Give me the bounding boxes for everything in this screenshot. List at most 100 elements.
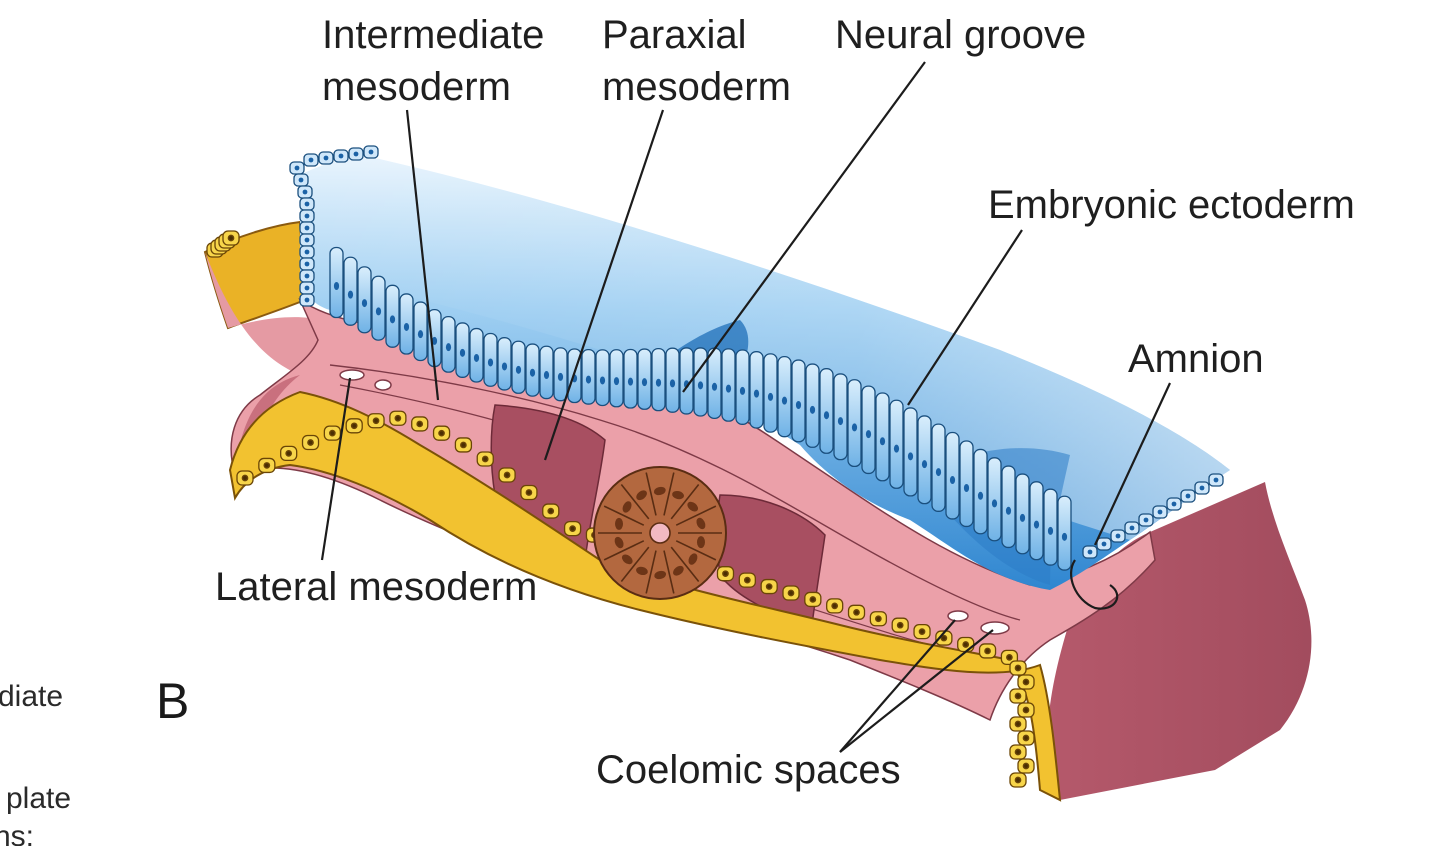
leader-coelomic-1 bbox=[839, 619, 956, 753]
notochord-nucleus bbox=[654, 570, 667, 580]
cuboidal-nucleus bbox=[304, 261, 310, 267]
endoderm-nucleus bbox=[438, 429, 445, 437]
endoderm-nucleus bbox=[1022, 678, 1030, 686]
leader-lines bbox=[320, 61, 1171, 753]
ectoderm-cell bbox=[903, 407, 918, 497]
notochord-cell-wall bbox=[670, 546, 700, 582]
amnion-nucleus bbox=[1087, 549, 1093, 555]
ectoderm-nucleus bbox=[333, 282, 340, 291]
coelomic-space-cavities bbox=[339, 369, 1010, 635]
notochord-cell-wall bbox=[663, 550, 675, 594]
ectoderm-cell bbox=[875, 392, 890, 482]
endoderm-nucleus bbox=[1022, 734, 1030, 742]
ectoderm-cell bbox=[861, 385, 876, 475]
ectoderm-nucleus bbox=[977, 491, 984, 500]
endoderm-nucleus bbox=[263, 462, 271, 469]
cuboidal-nucleus bbox=[294, 165, 300, 171]
ectoderm-nucleus bbox=[389, 315, 396, 324]
ectoderm-nucleus bbox=[921, 460, 928, 469]
endoderm-nucleus bbox=[1014, 720, 1022, 728]
endoderm-nucleus bbox=[1014, 692, 1022, 700]
notochord bbox=[593, 466, 727, 600]
ectoderm-nucleus bbox=[641, 378, 648, 387]
label-intermediate-line2: mesoderm bbox=[322, 65, 511, 109]
endoderm-nucleus bbox=[350, 422, 358, 430]
ectoderm-nucleus bbox=[725, 384, 732, 393]
ectoderm-cell bbox=[777, 355, 792, 438]
endoderm-nucleus bbox=[853, 608, 860, 616]
edge-text-ns: ns: bbox=[0, 820, 34, 846]
notochord-nucleus bbox=[615, 517, 624, 530]
endoderm-nucleus bbox=[722, 570, 729, 578]
cuboidal-nucleus bbox=[353, 151, 359, 157]
notochord-cell-wall bbox=[645, 472, 657, 516]
ectoderm-nucleus bbox=[445, 343, 452, 352]
cuboidal-nucleus bbox=[368, 149, 374, 155]
ectoderm-nucleus bbox=[809, 405, 816, 414]
endoderm-nucleus bbox=[525, 489, 533, 496]
ectoderm-nucleus bbox=[375, 307, 382, 316]
endoderm-nucleus bbox=[460, 441, 467, 449]
ectoderm-nucleus bbox=[347, 290, 354, 299]
ectoderm-cell bbox=[987, 457, 1002, 542]
ectoderm-cell bbox=[847, 379, 862, 468]
notochord-nucleus bbox=[614, 536, 624, 549]
endoderm-nucleus bbox=[940, 634, 948, 642]
ectoderm-nucleus bbox=[795, 400, 802, 409]
ectoderm-cell bbox=[931, 423, 946, 512]
notochord-cell-wall bbox=[620, 484, 650, 520]
label-paraxial-line2: mesoderm bbox=[602, 65, 791, 109]
ectoderm-nucleus bbox=[851, 423, 858, 432]
ectoderm-nucleus bbox=[515, 365, 522, 374]
leader-paraxial bbox=[543, 109, 665, 461]
ectoderm-nucleus bbox=[1047, 526, 1054, 535]
cuboidal-nucleus bbox=[323, 155, 329, 161]
label-lateral-mesoderm: Lateral mesoderm bbox=[215, 565, 537, 609]
endoderm-nucleus bbox=[1014, 664, 1022, 672]
endoderm-nucleus bbox=[372, 417, 380, 425]
ectoderm-nucleus bbox=[767, 392, 774, 401]
ectoderm-nucleus bbox=[487, 358, 494, 367]
cuboidal-nucleus bbox=[304, 249, 310, 255]
notochord-lumen bbox=[649, 522, 671, 544]
endoderm-nucleus bbox=[1014, 776, 1022, 784]
ectoderm-nucleus bbox=[1019, 513, 1026, 522]
ectoderm-nucleus bbox=[613, 377, 620, 386]
leader-coelomic-2 bbox=[839, 629, 994, 753]
cuboidal-nucleus bbox=[304, 297, 310, 303]
endoderm-nucleus bbox=[1022, 706, 1030, 714]
ectoderm-nucleus bbox=[865, 430, 872, 439]
endoderm-nucleus bbox=[503, 471, 511, 479]
leader-amnion bbox=[1094, 382, 1171, 546]
amnion-nucleus bbox=[1143, 517, 1149, 523]
ectoderm-nucleus bbox=[781, 396, 788, 405]
ectoderm-nucleus bbox=[753, 389, 760, 398]
ectoderm-cell bbox=[959, 440, 974, 528]
ectoderm-nucleus bbox=[949, 476, 956, 485]
notochord-nucleus bbox=[622, 501, 632, 513]
ectoderm-nucleus bbox=[403, 322, 410, 331]
ectoderm-nucleus bbox=[907, 452, 914, 461]
ectoderm-nucleus bbox=[585, 375, 592, 384]
ectoderm-cell bbox=[973, 448, 988, 535]
amnion-nucleus bbox=[1101, 541, 1107, 547]
ectoderm-nucleus bbox=[823, 411, 830, 420]
endoderm-nucleus bbox=[809, 596, 817, 603]
endoderm-nucleus bbox=[547, 507, 555, 515]
endoderm-nucleus bbox=[765, 583, 773, 590]
endoderm-nucleus bbox=[241, 474, 249, 482]
notochord-cell-wall bbox=[675, 540, 717, 561]
notochord-cell-wall bbox=[603, 505, 645, 526]
endoderm-nucleus bbox=[896, 621, 904, 629]
ectoderm-nucleus bbox=[543, 371, 550, 380]
notochord-nucleus bbox=[636, 490, 647, 501]
notochord-cell-wall bbox=[603, 540, 645, 561]
amnion-nucleus bbox=[1115, 533, 1121, 539]
ectoderm-cell bbox=[1001, 465, 1016, 549]
cuboidal-nucleus bbox=[304, 213, 310, 219]
ectoderm-nucleus bbox=[655, 378, 662, 387]
endoderm-nucleus bbox=[787, 589, 795, 597]
endoderm-nucleus bbox=[1022, 762, 1030, 770]
ectoderm-cell bbox=[833, 373, 848, 461]
leader-intermediate bbox=[405, 109, 440, 401]
